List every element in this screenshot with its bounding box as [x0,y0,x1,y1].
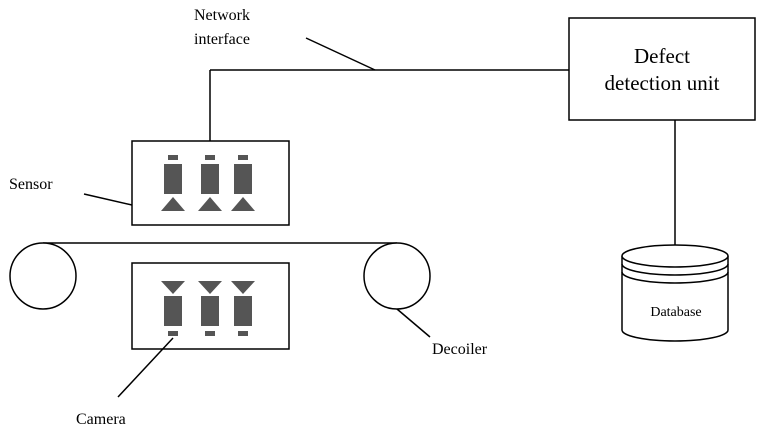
camera-unit-3-cap [238,331,248,336]
network-connection [209,37,569,141]
database-label: Database [650,305,701,320]
camera-unit-2 [198,281,222,336]
sensor-unit-3-lens [231,197,255,211]
sensor-unit-2 [198,155,222,211]
database-ring-1 [621,263,729,276]
camera-unit-1-lens [161,281,185,294]
defect-detection-unit-label-line1: Defect [634,44,690,68]
left-roller [9,242,77,310]
sensor-unit-3-cap [238,155,248,160]
sensor-label: Sensor [9,176,53,193]
network-interface-label-line1: Network [194,7,250,24]
sensor-units [161,155,255,211]
sensor-unit-1-body [164,164,182,194]
camera-unit-1-body [164,296,182,326]
decoiler-pointer [396,308,431,338]
defect-detection-unit-box [568,17,756,121]
decoiler-label: Decoiler [432,341,488,358]
sensor-unit-1-cap [168,155,178,160]
database-icon [621,244,729,342]
camera-unit-2-lens [198,281,222,294]
camera-unit-3 [231,281,255,336]
network-interface-pointer [305,37,376,71]
sensor-unit-1 [161,155,185,211]
camera-label: Camera [76,411,126,428]
defect-detection-unit-label-line2: detection unit [605,71,720,95]
network-interface-label-line2: interface [194,31,250,48]
sensor-unit-3-body [234,164,252,194]
sensor-unit-2-cap [205,155,215,160]
camera-unit-3-lens [231,281,255,294]
camera-pointer [117,337,174,398]
sensor-unit-2-body [201,164,219,194]
database-ring-2 [621,271,729,284]
sensor-pointer [83,193,133,206]
sensor-unit-3 [231,155,255,211]
camera-unit-1-cap [168,331,178,336]
database-body [621,256,729,342]
camera-unit-1 [161,281,185,336]
camera-unit-2-cap [205,331,215,336]
database-top [621,244,729,268]
camera-unit-3-body [234,296,252,326]
camera-unit-2-body [201,296,219,326]
sensor-unit-1-lens [161,197,185,211]
decoiler-roller [363,242,431,310]
sensor-unit-2-lens [198,197,222,211]
camera-units [161,281,255,336]
